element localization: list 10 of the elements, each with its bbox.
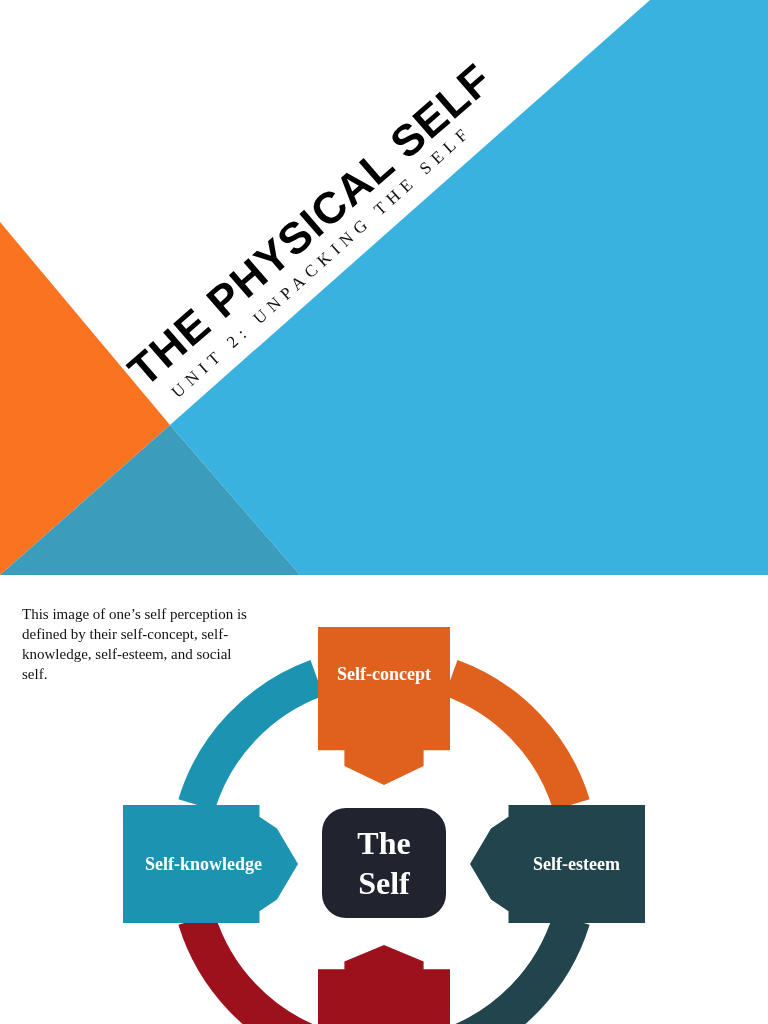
petal-shape [470,805,645,923]
center-box [322,808,446,918]
description-paragraph: This image of one’s self perception is defined by their self-concept, self-knowledge, self-esteem, and social self. [22,605,248,684]
petal-label: Self-esteem [533,852,620,876]
center-label: The Self [356,824,412,903]
petal-label: Self-knowledge [145,852,262,876]
petal-label: Self-concept [337,662,431,686]
petal-shape [318,627,450,785]
petal-shape [123,805,298,923]
petal-shape [318,945,450,1024]
